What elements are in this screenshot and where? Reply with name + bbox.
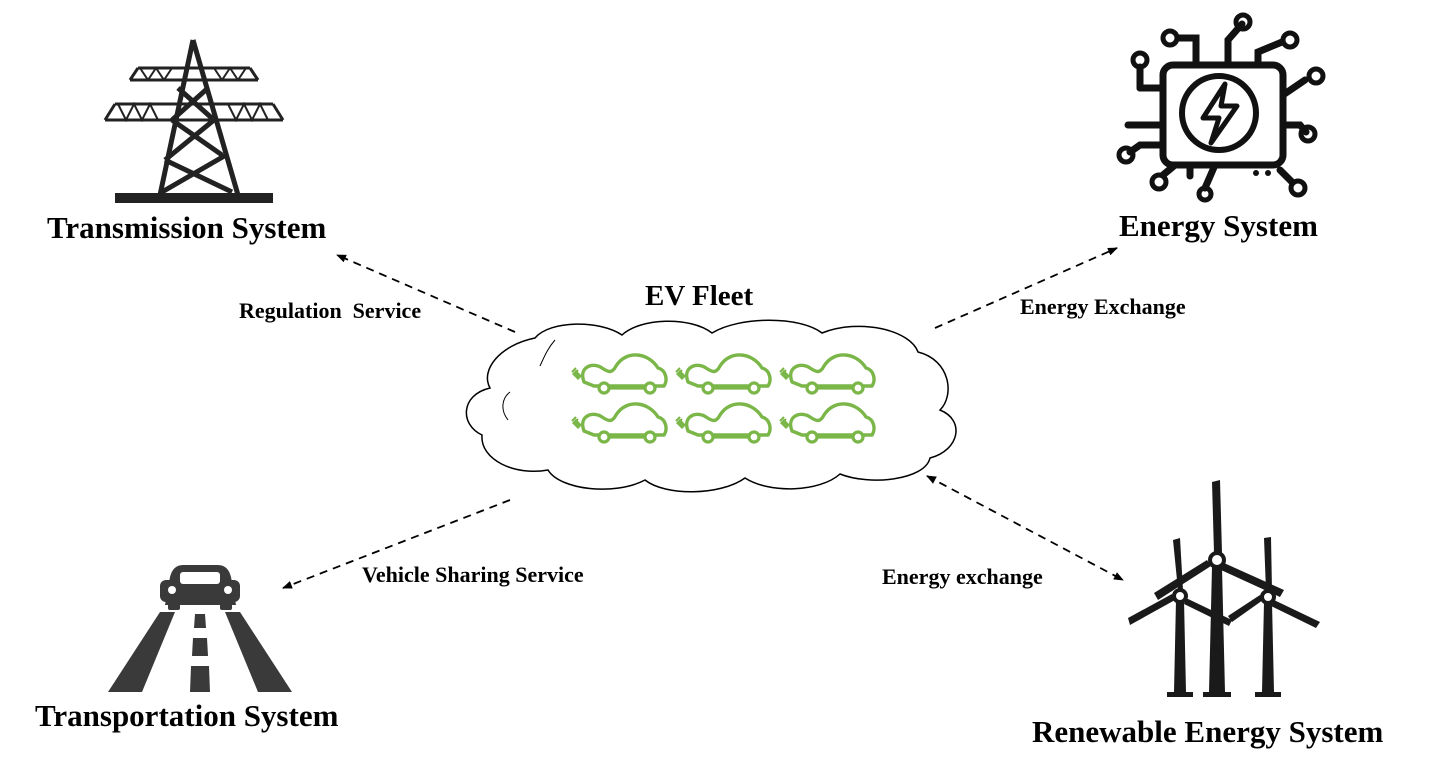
edge-regulation-service	[336, 254, 516, 333]
energy-system-label: Energy System	[1119, 208, 1318, 243]
renewable-energy-system-label: Renewable Energy System	[1032, 714, 1384, 749]
car-on-road-icon	[108, 565, 292, 692]
circuit-chip-bolt-icon	[1116, 12, 1326, 203]
transportation-system-label: Transportation System	[35, 698, 339, 733]
edge-vehicle-sharing	[282, 499, 511, 589]
edge-energy-exchange	[934, 247, 1118, 329]
ev-fleet-label: EV Fleet	[645, 280, 754, 312]
transmission-system-label: Transmission System	[47, 210, 327, 245]
transmission-tower-icon	[103, 39, 285, 203]
energy-exchange-label: Energy Exchange	[1020, 294, 1186, 319]
wind-turbine-icon	[1128, 480, 1320, 697]
vehicle-sharing-service-label: Vehicle Sharing Service	[362, 562, 584, 587]
ev-fleet-cloud	[465, 319, 957, 493]
regulation-service-label: Regulation Service	[239, 298, 422, 323]
edge-energy-exchange-renewable	[926, 475, 1124, 581]
energy-exchange-renewable-label: Energy exchange	[882, 564, 1043, 589]
